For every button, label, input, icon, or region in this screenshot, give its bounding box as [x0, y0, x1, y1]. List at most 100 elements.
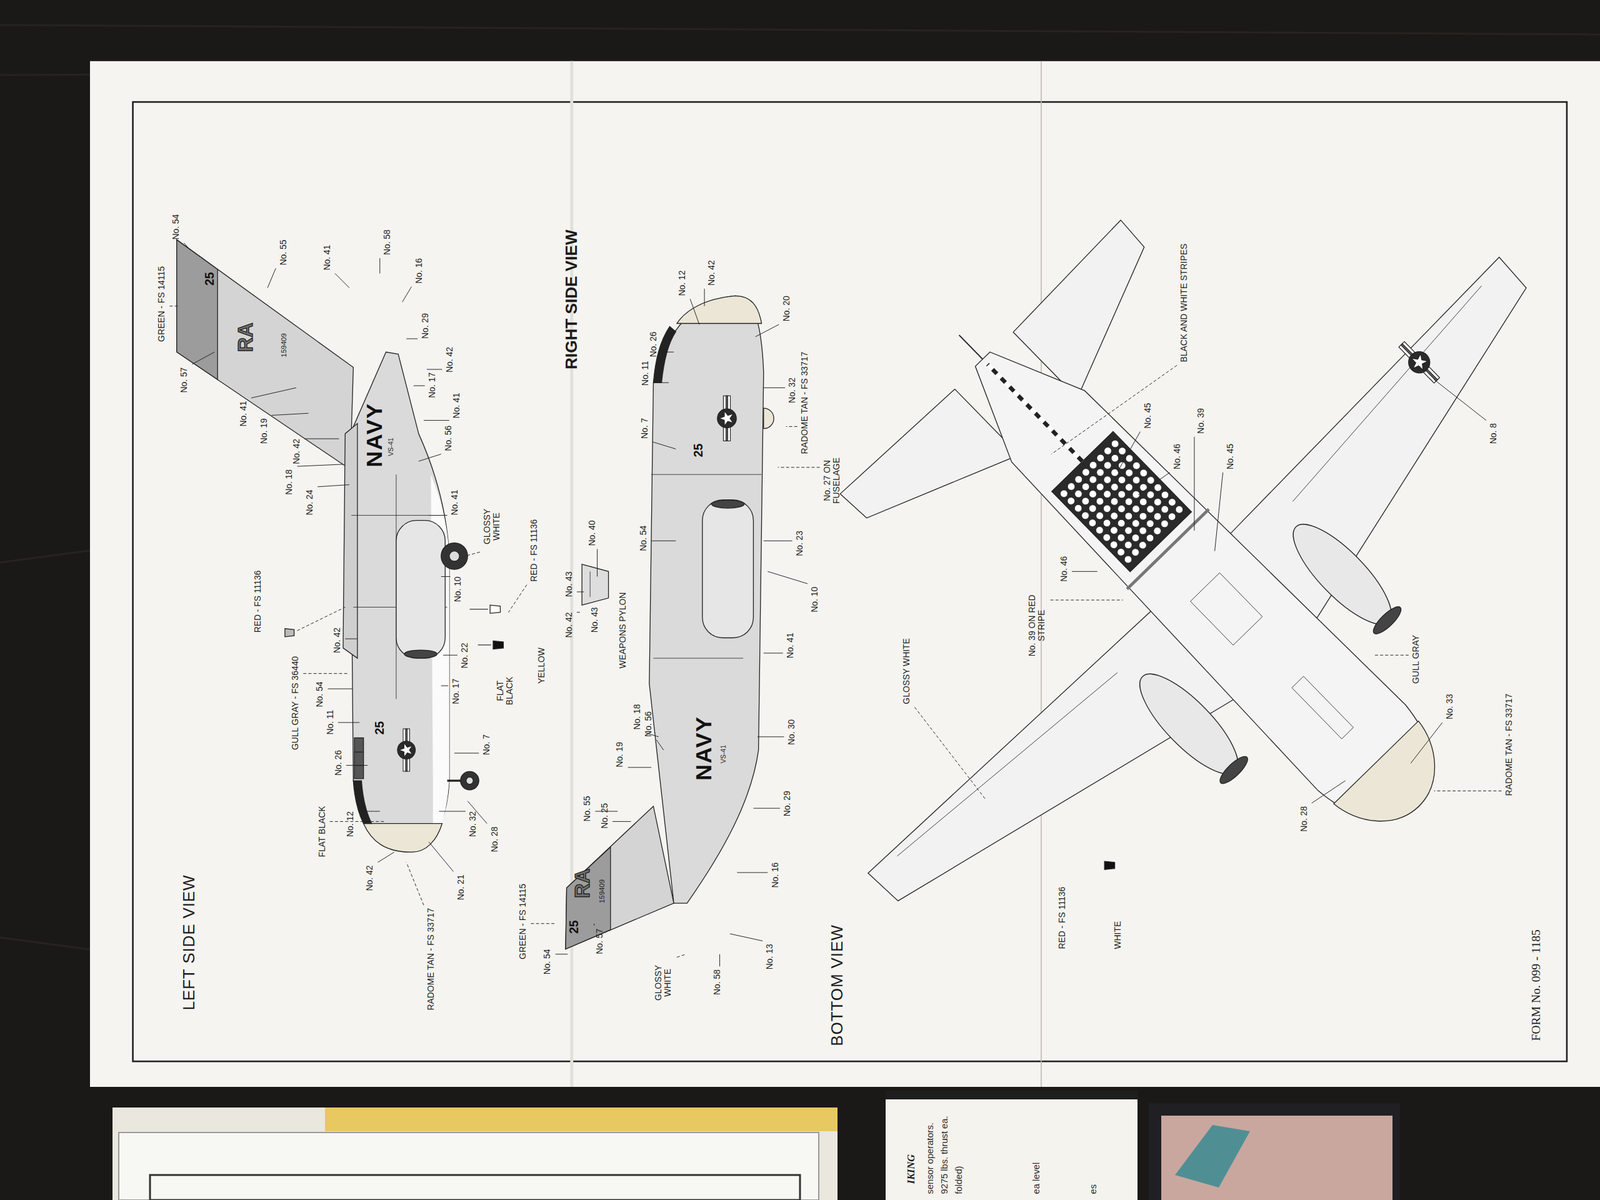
leader-line: [338, 722, 360, 724]
leader-line: [1138, 472, 1170, 495]
callout-number: No. 19: [615, 741, 625, 768]
callout-number: No. 24: [305, 490, 315, 516]
leader-line: [304, 438, 340, 440]
sonobuoy-tubes: [1116, 503, 1127, 515]
instruction-sheet: LEFT SIDE VIEWNo. 54GREEN - FS 14115No. …: [90, 61, 1600, 1087]
sonobuoy-tubes: [1145, 533, 1156, 544]
sonobuoy-tubes: [1130, 518, 1142, 529]
callout-number: No. 32: [787, 377, 797, 404]
decal-text: VS-41: [386, 437, 394, 457]
callout-number: No. 46: [1172, 443, 1182, 470]
right-side-view: [590, 571, 591, 597]
magazine: [112, 1107, 838, 1200]
leader-line: [596, 548, 598, 577]
callout-number: No. 45: [1225, 443, 1235, 470]
sonobuoy-tubes: [1123, 525, 1134, 537]
sonobuoy-tubes: [1094, 510, 1105, 522]
callout-number: No. 46: [1059, 556, 1069, 582]
callout-number: No. 22: [460, 643, 470, 669]
callout-number: No. 18: [632, 704, 642, 730]
leader-line: [593, 923, 595, 926]
sonobuoy-tubes: [1145, 489, 1157, 500]
leader-line: [345, 638, 358, 640]
color-note: FLAT BLACK: [495, 672, 515, 710]
magazine: [118, 1132, 819, 1200]
color-note: RADOME TAN - FS 33717: [800, 351, 810, 455]
sonobuoy-tubes: [1116, 460, 1128, 472]
leader-line: [441, 576, 451, 577]
callout-number: No. 23: [795, 530, 805, 557]
left-side-view: [449, 551, 460, 562]
decal-text: 25: [202, 271, 217, 286]
leaflet-text: IKING: [905, 1154, 917, 1184]
sonobuoy-tubes: [1087, 517, 1099, 529]
sonobuoy-tubes: [1102, 460, 1114, 471]
leader-line: [251, 387, 297, 398]
sonobuoy-tubes: [1108, 510, 1120, 522]
decal-text: VS-41: [719, 745, 727, 764]
leader-line: [755, 324, 780, 337]
left-side-view: [490, 605, 500, 614]
bottom-view: [1280, 511, 1405, 638]
leader-line: [1050, 600, 1124, 601]
color-note: RED - FS 11136: [1056, 886, 1067, 950]
color-note: GULL GRAY - FS 36440: [290, 656, 300, 750]
sonobuoy-tubes: [1131, 475, 1142, 486]
callout-number: No. 54: [638, 525, 649, 552]
callout-number: No. 43: [589, 606, 599, 633]
table-background: [0, 25, 1600, 35]
leader-line: [428, 841, 454, 872]
leader-line: [1051, 365, 1177, 454]
left-side-view: [397, 728, 416, 772]
callout-number: No. 33: [1445, 693, 1455, 720]
decal-text: 25: [373, 721, 387, 735]
sonobuoy-tubes: [1173, 504, 1185, 515]
callout-number: No. 58: [382, 229, 392, 255]
callout-number: No. 56: [443, 425, 454, 452]
sonobuoy-tubes: [1137, 525, 1149, 537]
callout-number: No. 42: [564, 612, 574, 639]
sonobuoy-tubes: [1095, 481, 1106, 493]
sonobuoy-tubes: [1102, 474, 1114, 485]
callout-number: No. 55: [582, 796, 592, 822]
leader-line: [438, 811, 465, 812]
leader-line: [1434, 790, 1502, 792]
bottom-view: [987, 364, 1083, 462]
callout-number: No. 12: [345, 811, 355, 837]
right-side-view: [653, 658, 744, 659]
sonobuoy-tubes: [1159, 518, 1170, 530]
callout-number: No. 30: [786, 719, 797, 745]
callout-number: No. 43: [564, 571, 574, 597]
sonobuoy-tubes: [1166, 511, 1178, 522]
leaflet-text: 9275 lbs. thrust ea.: [940, 1115, 950, 1194]
sonobuoy-tubes: [1138, 496, 1149, 508]
sonobuoy-tubes: [1145, 475, 1157, 486]
callout-number: No. 19: [258, 418, 269, 444]
callout-number: No. 18: [284, 469, 294, 495]
leader-line: [346, 765, 368, 766]
sonobuoy-tubes: [1109, 467, 1120, 479]
leader-line: [1373, 655, 1409, 656]
sonobuoy-tubes: [1101, 532, 1112, 544]
callout-number: No. 29: [420, 313, 430, 339]
left-side-view: [469, 608, 488, 610]
color-note: No. 27 ON FUSELAGE: [822, 445, 842, 515]
leaflet-text: ea level: [1031, 1162, 1042, 1195]
sonobuoy-tubes: [1066, 481, 1077, 492]
left-side-view: [478, 644, 492, 645]
callout-number: No. 26: [333, 750, 343, 776]
leader-line: [327, 688, 352, 690]
callout-number: No. 57: [179, 367, 189, 394]
callout-number: No. 40: [587, 520, 597, 547]
bottom-view: [1190, 572, 1263, 645]
leader-line: [730, 933, 763, 941]
left-side-view: [404, 650, 437, 659]
leader-line: [753, 808, 780, 809]
callout-number: No. 10: [453, 576, 463, 602]
leaflet-text: sensor operators.: [925, 1122, 936, 1194]
leader-line: [786, 426, 798, 427]
leader-line: [454, 753, 479, 754]
color-note: GREEN - FS 14115: [518, 883, 528, 960]
sonobuoy-tubes: [1109, 496, 1120, 507]
